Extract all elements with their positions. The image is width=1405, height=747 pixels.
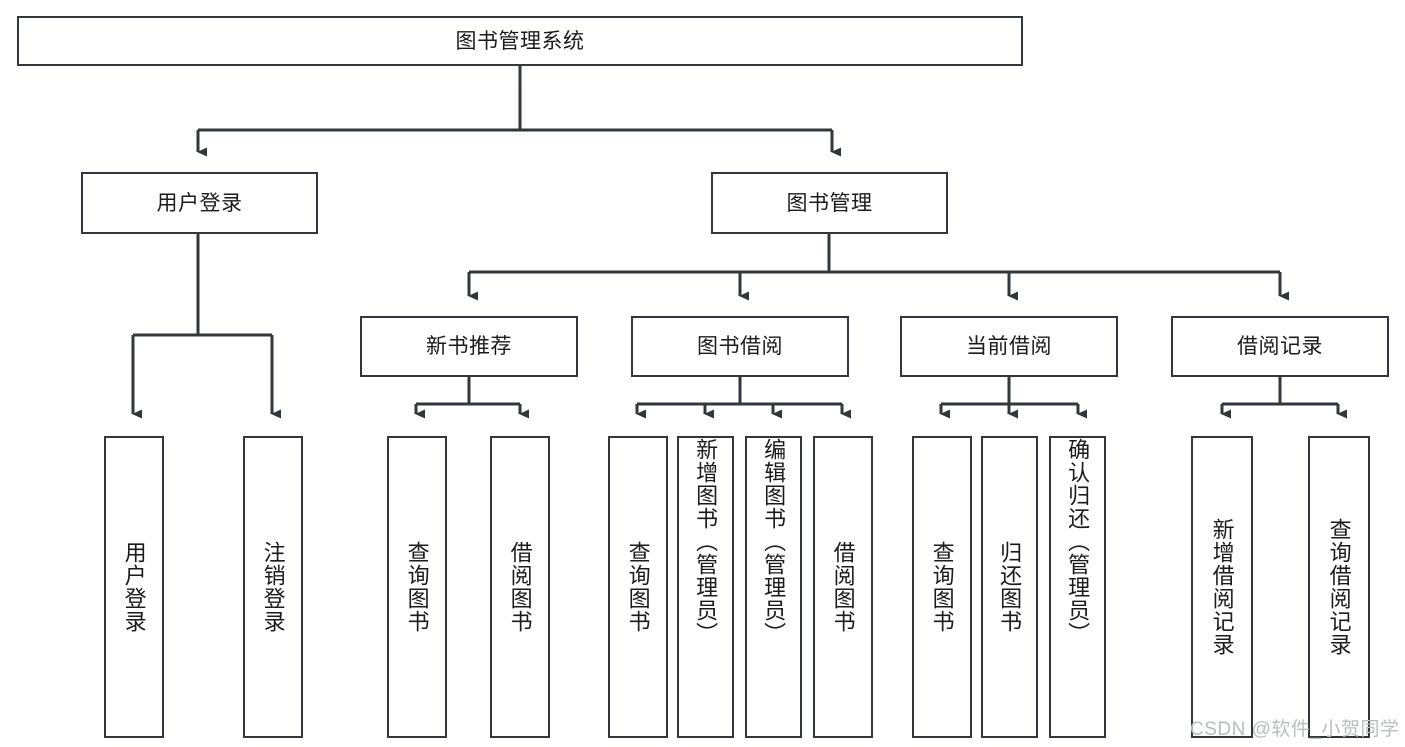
node-new-book-recommend[interactable]: 新书推荐 bbox=[360, 316, 578, 377]
node-label: 用户登录 bbox=[156, 191, 243, 215]
node-label: 确认归还（管理员） bbox=[1065, 438, 1091, 645]
leaf-borrow-borrow-book[interactable]: 借阅图书 bbox=[813, 436, 873, 738]
node-label: 借阅记录 bbox=[1237, 335, 1323, 358]
node-label: 新增借阅记录 bbox=[1209, 518, 1235, 656]
leaf-borrow-query-book[interactable]: 查询图书 bbox=[608, 436, 668, 738]
leaf-current-return-book[interactable]: 归还图书 bbox=[981, 436, 1038, 738]
node-label: 编辑图书（管理员） bbox=[761, 438, 787, 645]
node-user-login[interactable]: 用户登录 bbox=[81, 172, 318, 234]
leaf-borrow-edit-book[interactable]: 编辑图书（管理员） bbox=[745, 436, 802, 738]
node-label: 查询借阅记录 bbox=[1326, 518, 1352, 656]
node-label: 新书推荐 bbox=[426, 335, 512, 358]
node-label: 注销登录 bbox=[260, 541, 286, 633]
node-root-system[interactable]: 图书管理系统 bbox=[17, 16, 1023, 66]
node-label: 查询图书 bbox=[625, 541, 651, 633]
node-book-borrow[interactable]: 图书借阅 bbox=[631, 316, 849, 377]
node-label: 图书借阅 bbox=[697, 335, 783, 358]
node-label: 借阅图书 bbox=[507, 541, 533, 633]
node-label: 归还图书 bbox=[997, 541, 1023, 633]
node-label: 查询图书 bbox=[929, 541, 955, 633]
leaf-record-query[interactable]: 查询借阅记录 bbox=[1308, 436, 1370, 738]
leaf-new-book-borrow[interactable]: 借阅图书 bbox=[490, 436, 550, 738]
node-book-manage[interactable]: 图书管理 bbox=[711, 172, 948, 234]
leaf-borrow-add-book[interactable]: 新增图书（管理员） bbox=[677, 436, 734, 738]
node-label: 图书管理 bbox=[786, 191, 873, 215]
node-label: 新增图书（管理员） bbox=[693, 438, 719, 645]
leaf-current-query-book[interactable]: 查询图书 bbox=[912, 436, 972, 738]
node-label: 查询图书 bbox=[404, 541, 430, 633]
leaf-current-confirm-return[interactable]: 确认归还（管理员） bbox=[1049, 436, 1106, 738]
leaf-record-add[interactable]: 新增借阅记录 bbox=[1191, 436, 1253, 738]
node-borrow-record[interactable]: 借阅记录 bbox=[1171, 316, 1389, 377]
leaf-user-login-signin[interactable]: 用户登录 bbox=[104, 436, 164, 738]
leaf-new-book-query[interactable]: 查询图书 bbox=[387, 436, 447, 738]
leaf-user-login-signout[interactable]: 注销登录 bbox=[243, 436, 303, 738]
node-label: 借阅图书 bbox=[830, 541, 856, 633]
node-label: 当前借阅 bbox=[966, 335, 1052, 358]
node-label: 用户登录 bbox=[121, 541, 147, 633]
node-current-borrow[interactable]: 当前借阅 bbox=[900, 316, 1118, 377]
node-label: 图书管理系统 bbox=[455, 29, 585, 53]
